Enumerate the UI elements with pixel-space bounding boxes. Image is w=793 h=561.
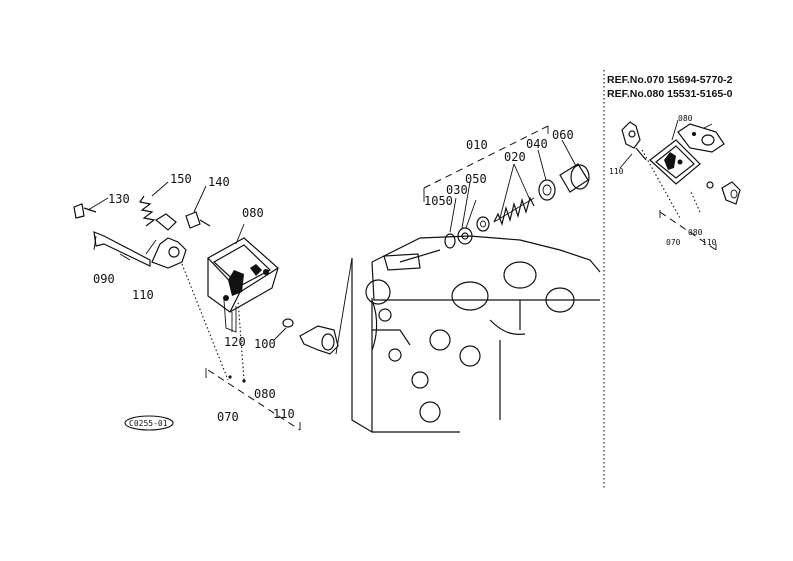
inset-panel: REF.No.070 15694-5770-2 REF.No.080 15531… (607, 74, 741, 251)
callout-080-lower: 080 (254, 387, 276, 401)
callout-050: 050 (465, 172, 487, 186)
callout-100: 100 (254, 337, 276, 351)
inset-ref-070: REF.No.070 15694-5770-2 (607, 74, 733, 86)
inset-callout-070: 070 (666, 238, 681, 247)
callout-120: 120 (224, 335, 246, 349)
callout-020: 020 (504, 150, 526, 164)
callout-030: 030 (446, 183, 468, 197)
inset-ref-080: REF.No.080 15531-5165-0 (607, 88, 733, 100)
callout-040: 040 (526, 137, 548, 151)
stamp-text: C0255-01 (129, 419, 168, 428)
callout-1050: 1050 (424, 194, 453, 208)
callout-130: 130 (108, 192, 130, 206)
pump-parts (423, 125, 590, 249)
drawing-code-stamp: C0255-01 (124, 415, 174, 431)
callout-110: 110 (132, 288, 154, 302)
callout-080: 080 (242, 206, 264, 220)
callout-090: 090 (93, 272, 115, 286)
inset-callout-080-lower: 080 (688, 228, 703, 237)
inset-callout-080: 080 (678, 114, 693, 123)
callout-070: 070 (217, 410, 239, 424)
inset-callout-110: 110 (609, 167, 624, 176)
engine-block (351, 235, 601, 434)
callout-150: 150 (170, 172, 192, 186)
callout-110-lower: 110 (273, 407, 295, 421)
callout-140: 140 (208, 175, 230, 189)
callout-010: 010 (466, 138, 488, 152)
inset-callout-110-lower: 110 (702, 238, 717, 247)
callout-060: 060 (552, 128, 574, 142)
cover-assembly (73, 139, 577, 431)
